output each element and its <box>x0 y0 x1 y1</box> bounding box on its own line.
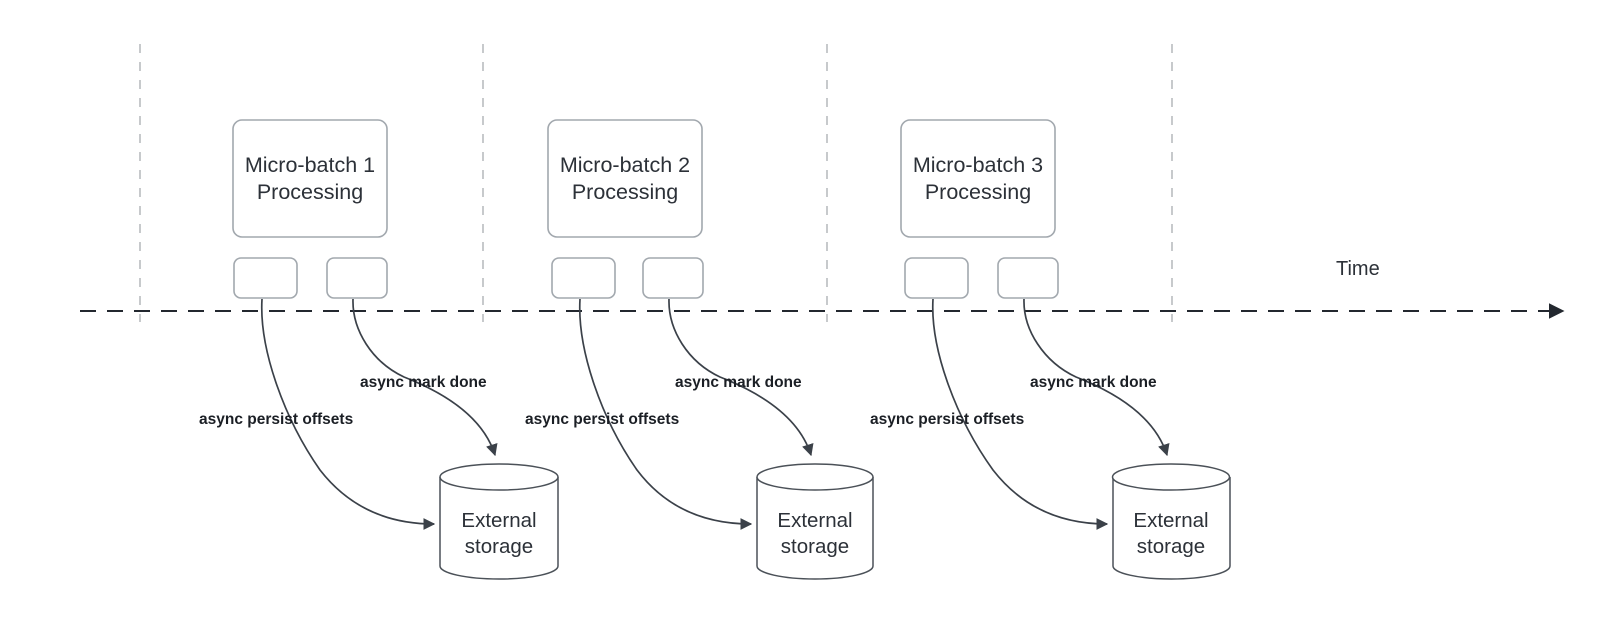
group-1-external-storage[interactable]: External storage <box>439 463 559 580</box>
micro-batch-1-box[interactable] <box>232 119 388 238</box>
micro-batch-3-label-line1: Micro-batch 3 <box>913 153 1043 177</box>
micro-batch-1-label-line1: Micro-batch 1 <box>245 153 375 177</box>
group-2-async-persist-offsets-arrow <box>578 298 753 530</box>
micro-batch-1-label-line2: Processing <box>257 180 363 204</box>
group-3-async-mark-done-arrow <box>1023 298 1170 457</box>
group-1-async-mark-done-label: async mark done <box>360 374 487 391</box>
group-1-storage-label-line1: External <box>461 509 536 532</box>
micro-batch-3-label-line2: Processing <box>925 180 1031 204</box>
group-3-storage-label-line1: External <box>1133 509 1208 532</box>
group-3-mark-done-task-box[interactable] <box>997 257 1059 299</box>
micro-batch-2-label-line1: Micro-batch 2 <box>560 153 690 177</box>
micro-batch-group-2: Micro-batch 2 Processing async persist o… <box>525 119 874 580</box>
micro-batch-3-box[interactable] <box>900 119 1056 238</box>
micro-batch-group-1: Micro-batch 1 Processing async persist o… <box>199 119 559 580</box>
group-1-storage-label-line2: storage <box>465 535 533 558</box>
group-3-async-persist-offsets-label: async persist offsets <box>870 411 1024 428</box>
group-2-async-mark-done-arrow <box>668 298 814 457</box>
group-1-async-mark-done-arrow <box>352 298 498 457</box>
micro-batch-2-label-line2: Processing <box>572 180 678 204</box>
group-3-persist-task-box[interactable] <box>904 257 969 299</box>
group-3-storage-label-line2: storage <box>1137 535 1205 558</box>
time-axis-label: Time <box>1336 258 1380 280</box>
group-2-persist-task-box[interactable] <box>551 257 616 299</box>
group-1-persist-task-box[interactable] <box>233 257 298 299</box>
group-1-async-persist-offsets-label: async persist offsets <box>199 411 353 428</box>
group-3-async-mark-done-label: async mark done <box>1030 374 1157 391</box>
group-2-external-storage[interactable]: External storage <box>756 463 874 580</box>
group-2-async-persist-offsets-label: async persist offsets <box>525 411 679 428</box>
group-2-storage-label-line1: External <box>777 509 852 532</box>
group-2-async-mark-done-label: async mark done <box>675 374 802 391</box>
group-3-async-persist-offsets-arrow <box>931 298 1109 530</box>
group-3-external-storage[interactable]: External storage <box>1111 463 1231 580</box>
group-1-mark-done-task-box[interactable] <box>326 257 388 299</box>
group-2-mark-done-task-box[interactable] <box>642 257 704 299</box>
group-1-async-persist-offsets-arrow <box>260 298 436 530</box>
group-2-storage-label-line2: storage <box>781 535 849 558</box>
micro-batch-group-3: Micro-batch 3 Processing async persist o… <box>870 119 1231 580</box>
micro-batch-2-box[interactable] <box>547 119 703 238</box>
